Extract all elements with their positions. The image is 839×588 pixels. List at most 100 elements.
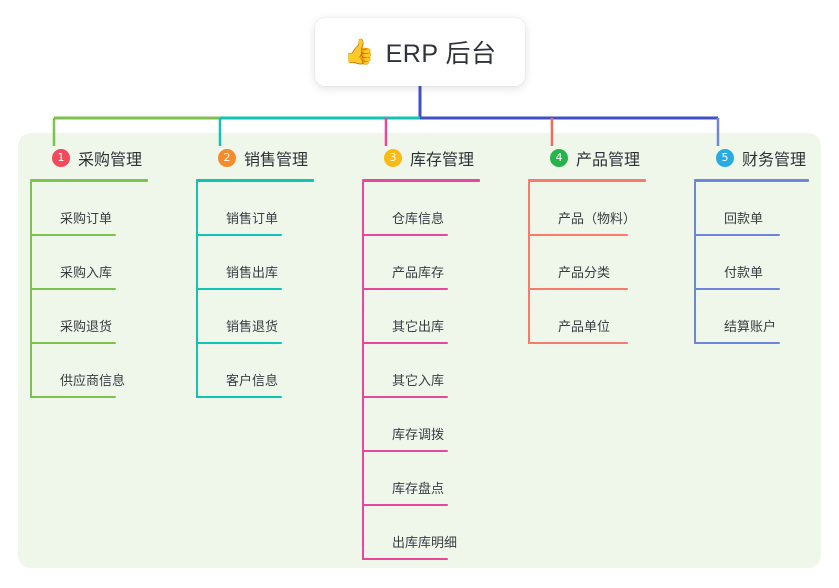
list-item-label: 其它出库: [392, 319, 445, 334]
thumbs-up-icon: 👍: [343, 37, 375, 66]
list-item-rule: [528, 342, 628, 344]
list-item[interactable]: 出库库明细: [362, 506, 522, 560]
column-badge-icon: 2: [218, 149, 236, 167]
list-item[interactable]: 供应商信息: [30, 344, 190, 398]
column-spine: [694, 182, 696, 344]
list-item[interactable]: 产品库存: [362, 236, 522, 290]
list-item[interactable]: 产品单位: [528, 290, 688, 344]
list-item-label: 其它入库: [392, 373, 445, 388]
column-title: 销售管理: [244, 152, 309, 169]
list-item[interactable]: 仓库信息: [362, 182, 522, 236]
list-item-rule: [528, 234, 628, 236]
column-items: 回款单付款单结算账户: [694, 182, 834, 344]
list-item-rule: [362, 234, 448, 236]
list-item-rule: [694, 234, 780, 236]
list-item-rule: [362, 558, 448, 560]
column-header-rule: [30, 179, 148, 182]
list-item[interactable]: 回款单: [694, 182, 834, 236]
list-item-label: 结算账户: [724, 319, 777, 334]
root-node-title: ERP 后台: [385, 40, 497, 68]
list-item[interactable]: 库存盘点: [362, 452, 522, 506]
column-header-3[interactable]: 3 库存管理: [362, 146, 522, 170]
column-title: 产品管理: [576, 152, 641, 169]
list-item[interactable]: 库存调拨: [362, 398, 522, 452]
column-spine: [30, 182, 32, 398]
column-title: 采购管理: [78, 152, 143, 169]
list-item-label: 销售订单: [226, 211, 279, 226]
list-item-label: 产品分类: [558, 265, 611, 280]
list-item[interactable]: 其它出库: [362, 290, 522, 344]
column-3: 3 库存管理仓库信息产品库存其它出库其它入库库存调拨库存盘点出库库明细: [362, 146, 522, 560]
column-badge-icon: 3: [384, 149, 402, 167]
column-title: 库存管理: [410, 152, 475, 169]
list-item[interactable]: 销售退货: [196, 290, 356, 344]
list-item-rule: [30, 396, 116, 398]
list-item-rule: [196, 396, 282, 398]
list-item[interactable]: 销售出库: [196, 236, 356, 290]
list-item-label: 回款单: [724, 211, 764, 226]
list-item[interactable]: 销售订单: [196, 182, 356, 236]
list-item-rule: [196, 288, 282, 290]
column-items: 销售订单销售出库销售退货客户信息: [196, 182, 356, 398]
column-header-rule: [528, 179, 646, 182]
root-node-content: 👍 ERP 后台: [343, 34, 496, 70]
column-items: 产品（物料） 产品分类产品单位: [528, 182, 688, 344]
list-item[interactable]: 产品分类: [528, 236, 688, 290]
list-item[interactable]: 产品（物料）: [528, 182, 688, 236]
column-spine: [196, 182, 198, 398]
column-1: 1 采购管理采购订单采购入库采购退货供应商信息: [30, 146, 190, 398]
list-item-rule: [362, 450, 448, 452]
column-header-rule: [362, 179, 480, 182]
column-header-1[interactable]: 1 采购管理: [30, 146, 190, 170]
list-item[interactable]: 采购入库: [30, 236, 190, 290]
list-item[interactable]: 付款单: [694, 236, 834, 290]
list-item-label: 产品（物料）: [558, 211, 637, 226]
column-spine: [528, 182, 530, 344]
list-item-label: 库存盘点: [392, 481, 445, 496]
column-header-5[interactable]: 5 财务管理: [694, 146, 834, 170]
list-item[interactable]: 结算账户: [694, 290, 834, 344]
list-item-rule: [30, 234, 116, 236]
list-item-label: 仓库信息: [392, 211, 445, 226]
list-item-label: 出库库明细: [392, 535, 458, 550]
column-header-2[interactable]: 2 销售管理: [196, 146, 356, 170]
list-item[interactable]: 采购退货: [30, 290, 190, 344]
list-item-rule: [362, 342, 448, 344]
list-item[interactable]: 采购订单: [30, 182, 190, 236]
list-item-label: 采购入库: [60, 265, 113, 280]
list-item[interactable]: 其它入库: [362, 344, 522, 398]
list-item-label: 供应商信息: [60, 373, 126, 388]
column-title: 财务管理: [742, 152, 807, 169]
list-item-label: 客户信息: [226, 373, 279, 388]
column-header-rule: [196, 179, 314, 182]
list-item-rule: [196, 342, 282, 344]
list-item-label: 销售退货: [226, 319, 279, 334]
diagram-panel: [18, 133, 821, 568]
list-item-rule: [362, 288, 448, 290]
list-item[interactable]: 客户信息: [196, 344, 356, 398]
list-item-rule: [694, 342, 780, 344]
column-2: 2 销售管理销售订单销售出库销售退货客户信息: [196, 146, 356, 398]
list-item-label: 采购退货: [60, 319, 113, 334]
list-item-rule: [30, 342, 116, 344]
column-badge-icon: 1: [52, 149, 70, 167]
list-item-rule: [362, 396, 448, 398]
list-item-label: 采购订单: [60, 211, 113, 226]
column-items: 采购订单采购入库采购退货供应商信息: [30, 182, 190, 398]
list-item-rule: [694, 288, 780, 290]
list-item-rule: [196, 234, 282, 236]
column-spine: [362, 182, 364, 560]
column-5: 5 财务管理回款单付款单结算账户: [694, 146, 834, 344]
list-item-label: 库存调拨: [392, 427, 445, 442]
list-item-label: 销售出库: [226, 265, 279, 280]
column-header-rule: [694, 179, 809, 182]
list-item-rule: [528, 288, 628, 290]
root-node-card[interactable]: 👍 ERP 后台: [315, 18, 525, 86]
column-items: 仓库信息产品库存其它出库其它入库库存调拨库存盘点出库库明细: [362, 182, 522, 560]
column-badge-icon: 5: [716, 149, 734, 167]
list-item-rule: [362, 504, 448, 506]
list-item-rule: [30, 288, 116, 290]
